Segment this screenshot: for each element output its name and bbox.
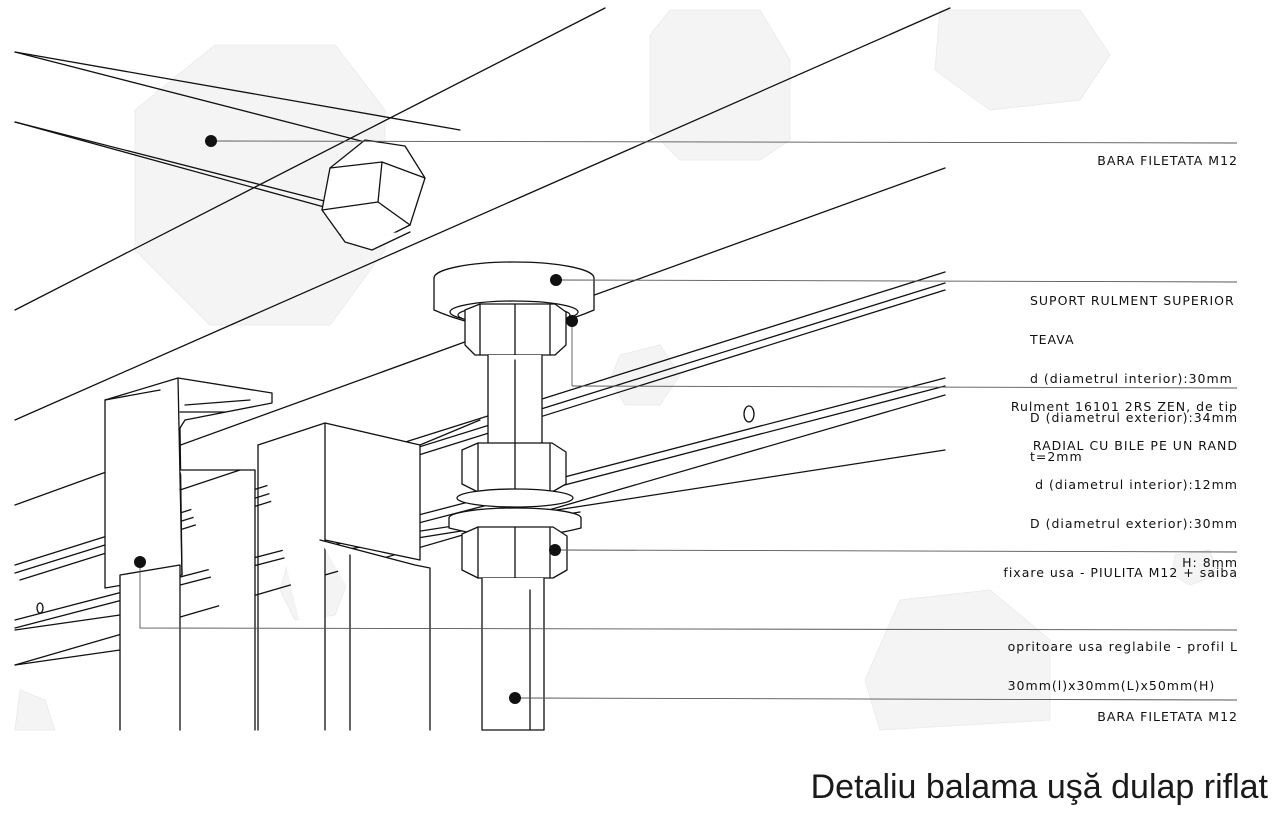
callout-line: t=2mm — [1029, 449, 1083, 464]
callout-line: D (diametrul exterior):34mm — [1029, 410, 1238, 425]
rail-slot — [743, 405, 755, 423]
callout-bearing-support: SUPORT RULMENT SUPERIOR TEAVA d (diametr… — [1030, 268, 1238, 476]
beam-line — [14, 7, 606, 311]
callout-line: 30mm(l)x30mm(L)x50mm(H) — [1007, 678, 1216, 693]
watermark-hex — [864, 589, 1051, 731]
threaded-rod-top — [14, 51, 426, 251]
middle-hex-nut — [461, 442, 567, 493]
callout-line: d (diametrul interior):30mm — [1029, 371, 1233, 386]
rail-slot — [36, 602, 44, 614]
callout-dot — [205, 135, 217, 147]
beam-line — [14, 7, 951, 421]
callout-door-stop: opritoare usa reglabile - profil L 30mm(… — [1008, 614, 1238, 705]
fixing-hex-nut — [461, 526, 568, 579]
watermark-hex — [649, 9, 791, 161]
callout-line: BARA FILETATA M12 — [1097, 709, 1238, 724]
bearing-hex-nut — [464, 303, 567, 356]
callout-dot — [134, 556, 146, 568]
callout-dot — [566, 315, 578, 327]
door-panels — [14, 419, 481, 731]
beam-line — [14, 121, 341, 206]
callout-line: Rulment 16101 2RS ZEN, de tip — [1010, 399, 1238, 414]
drawing-caption: Detaliu balama uşă dulap riflat — [810, 768, 1268, 806]
watermark-hex — [609, 344, 681, 406]
watermark-hex — [934, 9, 1111, 111]
leader-line — [139, 562, 1238, 631]
callout-dot — [549, 544, 561, 556]
callout-line: D (diametrul exterior):30mm — [1029, 516, 1238, 531]
callout-bar-bottom: BARA FILETATA M12 — [1097, 684, 1238, 736]
callout-bearing: Rulment 16101 2RS ZEN, de tip RADIAL CU … — [1011, 374, 1238, 582]
leader-line — [210, 140, 1238, 144]
beam-line — [14, 51, 461, 131]
callout-dot — [550, 274, 562, 286]
callout-line: TEAVA — [1029, 332, 1075, 347]
callout-line: BARA FILETATA M12 — [1097, 153, 1238, 168]
rod-shaft — [487, 354, 543, 451]
callout-line: RADIAL CU BILE PE UN RAND — [1032, 438, 1238, 453]
leader-line — [555, 279, 1238, 283]
callout-line: opritoare usa reglabile - profil L — [1007, 639, 1238, 654]
watermark-hex — [1171, 549, 1219, 586]
callout-dot — [509, 692, 521, 704]
leader-lines — [139, 140, 1238, 701]
watermark-hex — [14, 689, 56, 731]
rod-shaft-bottom — [481, 577, 545, 731]
leader-line — [571, 385, 1238, 389]
leader-line — [554, 549, 1238, 553]
callout-line: H: 8mm — [1182, 555, 1238, 570]
callout-line: d (diametrul interior):12mm — [1035, 477, 1238, 492]
l-profile-stop — [104, 377, 273, 589]
callout-dots — [134, 135, 578, 704]
callout-bar-top: BARA FILETATA M12 — [1097, 128, 1238, 180]
callout-line: fixare usa - PIULITA M12 + saiba — [1003, 565, 1238, 580]
callout-fixing-nut: fixare usa - PIULITA M12 + saiba — [1003, 540, 1238, 592]
callout-line: SUPORT RULMENT SUPERIOR — [1029, 293, 1235, 308]
leader-line — [514, 697, 1238, 701]
